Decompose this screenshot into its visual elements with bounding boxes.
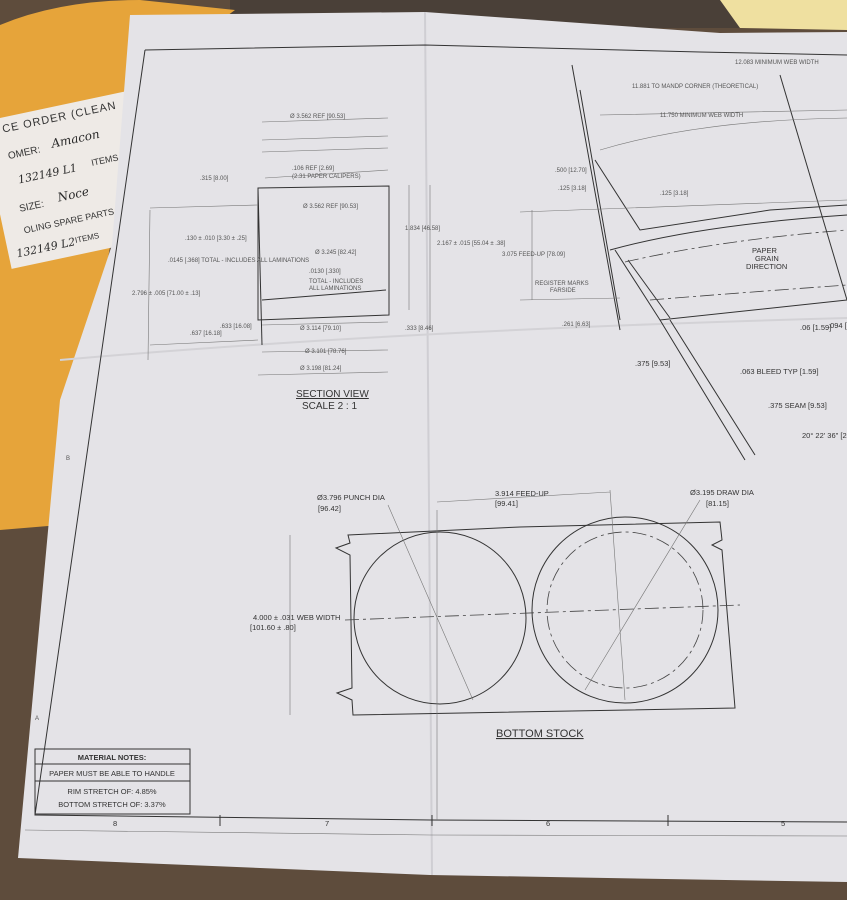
web-width-label: 4.000 ± .031 WEB WIDTH <box>253 613 340 622</box>
fold-line <box>59 317 847 361</box>
dim-label: .0145 [.368] TOTAL - INCLUDES ALL LAMINA… <box>168 258 309 264</box>
dim-label: .315 [8.00] <box>200 176 229 182</box>
section-view: Ø 3.562 REF [90.53] .315 [8.00] .130 ± .… <box>132 114 506 412</box>
dim-label: .375 SEAM [9.53] <box>768 401 827 410</box>
grain-label: PAPER <box>752 246 777 255</box>
notes-line: BOTTOM STRETCH OF: 3.37% <box>58 800 166 809</box>
dim-label: ALL LAMINATIONS <box>309 286 361 292</box>
dim-label: Ø 3.562 REF [90.53] <box>290 114 345 120</box>
dim-label: .06 [1.59] <box>800 323 831 332</box>
card-line: SIZE: <box>18 199 45 215</box>
dim-label: .261 [6.63] <box>562 322 591 328</box>
draw-circle <box>546 531 704 689</box>
draw-outer-circle <box>531 516 719 704</box>
draw-dia-label: Ø3.195 DRAW DIA <box>690 488 754 497</box>
zone-row: B <box>66 456 70 462</box>
dim-label: (2.31 PAPER CALIPERS) <box>292 174 361 180</box>
fold-line <box>424 11 433 876</box>
dim-label: .130 ± .010 [3.30 ± .25] <box>185 236 247 242</box>
dim-label: .106 REF [2.69] <box>292 166 334 172</box>
dim-label: Ø 3.562 REF [90.53] <box>303 204 358 210</box>
zone-col: 6 <box>546 819 550 828</box>
drawing-sheet <box>18 12 847 882</box>
dim-label: .633 [16.08] <box>220 324 252 330</box>
dim-label: .500 [12.70] <box>555 168 587 174</box>
dim-label: .063 BLEED TYP [1.59] <box>740 367 819 376</box>
web-width-mm: [101.60 ± .80] <box>250 623 296 632</box>
dim-label: REGISTER MARKS <box>535 281 589 287</box>
dim-label: 12.083 MINIMUM WEB WIDTH <box>735 60 819 66</box>
dim-label: Ø 3.198 [81.24] <box>300 366 342 372</box>
notes-header: MATERIAL NOTES: <box>78 753 146 762</box>
zone-col: 8 <box>113 819 117 828</box>
dim-label: Ø 3.101 [78.76] <box>305 349 347 355</box>
dim-label: .125 [3.18] <box>660 191 689 197</box>
blank-layout: 12.083 MINIMUM WEB WIDTH 11.881 TO MANDP… <box>502 60 847 461</box>
dim-label: .0130 [.330] <box>309 269 341 275</box>
dim-label: 20° 22' 36" [20.3768°] <box>802 431 847 440</box>
dim-label: .125 [3.18] <box>558 186 587 192</box>
dim-label: .637 [16.18] <box>190 331 222 337</box>
notes-line: RIM STRETCH OF: 4.85% <box>67 787 157 796</box>
feed-up-label: 3.914 FEED-UP <box>495 489 549 498</box>
draw-dia-mm: [81.15] <box>706 499 729 508</box>
border-outer <box>24 829 847 837</box>
grain-label: DIRECTION <box>746 262 787 271</box>
label-card: CE ORDER (CLEAN OMER: Amacon 132149 L1 I… <box>0 90 159 269</box>
dim-label: 3.075 FEED-UP [78.09] <box>502 252 565 258</box>
section-view-title: SECTION VIEW <box>296 389 369 400</box>
punch-circle <box>353 531 527 705</box>
bottom-stock-title: BOTTOM STOCK <box>496 728 584 740</box>
dim-label: TOTAL - INCLUDES <box>309 279 363 285</box>
dim-label: Ø 3.114 [79.10] <box>300 326 341 332</box>
dim-label: Ø 3.245 [82.42] <box>315 250 357 256</box>
dim-label: FARSIDE <box>550 288 576 294</box>
dim-label: .375 [9.53] <box>635 359 670 368</box>
dim-label: .333 [8.46] <box>405 326 434 332</box>
dim-label: 2.167 ± .015 [55.04 ± .38] <box>437 241 506 247</box>
zone-row: A <box>35 716 39 722</box>
dim-label: .094 [2.38] <box>828 321 847 330</box>
zone-col: 5 <box>781 819 785 828</box>
bottom-stock: Ø3.796 PUNCH DIA [96.42] 3.914 FEED-UP [… <box>250 488 754 820</box>
punch-dia-mm: [96.42] <box>318 504 341 513</box>
dim-label: 1.834 [46.58] <box>405 226 440 232</box>
feed-up-mm: [99.41] <box>495 499 518 508</box>
zone-col: 7 <box>325 819 329 828</box>
punch-dia-label: Ø3.796 PUNCH DIA <box>317 493 385 502</box>
handwriting: Noce <box>55 184 90 204</box>
grain-label: GRAIN <box>755 254 779 263</box>
material-notes: MATERIAL NOTES: PAPER MUST BE ABLE TO HA… <box>34 748 191 815</box>
zone-markers: 8 7 6 5 B A <box>35 456 785 828</box>
section-view-scale: SCALE 2 : 1 <box>302 401 357 412</box>
border-top <box>144 44 847 56</box>
yellow-paper-corner <box>720 0 847 30</box>
notes-line: PAPER MUST BE ABLE TO HANDLE <box>49 769 175 778</box>
dim-label: 11.750 MINIMUM WEB WIDTH <box>660 113 743 119</box>
dim-label: 11.881 TO MANDP CORNER (THEORETICAL) <box>632 84 758 90</box>
border-frame <box>34 49 847 823</box>
dim-label: 2.796 ± .005 [71.00 ± .13] <box>132 291 201 297</box>
